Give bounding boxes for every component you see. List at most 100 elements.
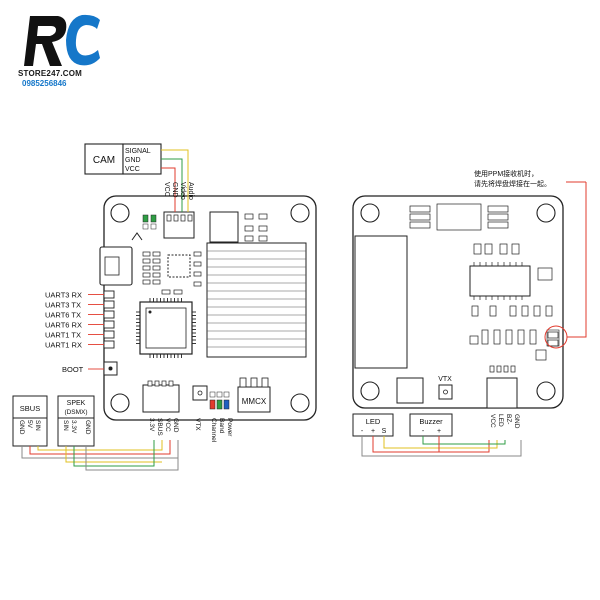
channel-label: Channel <box>210 418 217 443</box>
wire-spek-3v3 <box>73 440 155 467</box>
ppm-pads-circle-target <box>546 329 560 347</box>
pdb-pin-led: LED <box>497 414 504 427</box>
uart-label: UART1 RX <box>45 341 82 350</box>
mmcx-label: MMCX <box>242 397 267 406</box>
cam-connector: CAM SIGNAL GND VCC <box>84 143 162 175</box>
left-flight-controller: MMCX <box>99 195 317 421</box>
uart-label: UART6 TX <box>45 311 81 320</box>
boot-button-dot <box>108 366 113 371</box>
board-pin-gnd: GND <box>171 182 178 198</box>
mmcx-connector <box>237 386 271 413</box>
buzzer-connector: Buzzer - + <box>409 413 453 437</box>
logo-r-shape <box>24 16 67 66</box>
logo-c-shape <box>66 14 100 66</box>
wire-spek-sin <box>65 446 162 463</box>
boot-label: BOOT <box>62 365 84 374</box>
top-small-pad <box>244 213 254 220</box>
uart-label: UART3 RX <box>45 291 82 300</box>
passive-components <box>142 251 202 295</box>
mount-hole <box>290 203 310 223</box>
rx-pin-gnd: GND <box>172 418 179 433</box>
uart-label: UART1 TX <box>45 331 81 340</box>
right-pdb-board: VTX <box>352 195 564 409</box>
pdb-pin-gnd: GND <box>513 414 520 429</box>
spek-pin-gnd: GND <box>84 420 91 435</box>
mount-hole <box>536 381 556 401</box>
buzzer-pin-plus: + <box>437 428 441 435</box>
sbus-pin-sin: SIN <box>34 420 41 431</box>
wire-gnd <box>161 158 183 212</box>
cam-box <box>84 143 124 175</box>
uart-pad <box>103 340 115 349</box>
wire-led-minus <box>361 436 522 457</box>
mount-hole <box>360 381 380 401</box>
mount-hole <box>536 203 556 223</box>
power-connector-pins <box>489 365 516 373</box>
vtx-antenna-hole <box>443 389 448 395</box>
right-vtx-label: VTX <box>438 376 452 383</box>
board-pin-audio: Audio <box>187 182 194 200</box>
cam-pin-gnd: GND <box>125 157 141 164</box>
led-pin-plus: + <box>371 428 375 435</box>
receiver-connector-pins <box>147 380 174 387</box>
spek-connector: SPEK (DSMX) <box>57 395 95 447</box>
uart-pad <box>103 330 115 339</box>
mount-hole <box>110 393 130 413</box>
vtx-pad-hole <box>197 390 203 396</box>
rc-logo <box>24 14 100 66</box>
regulator-chip <box>469 265 531 297</box>
wire-signal <box>161 149 189 212</box>
spek-pin-3v3: 3.3V <box>70 420 77 434</box>
led-pin-s: S <box>382 428 387 435</box>
led-pad <box>223 391 230 398</box>
uart-pads <box>103 290 115 349</box>
wire-spek-gnd <box>85 446 179 471</box>
mmcx-tab <box>261 377 269 388</box>
led-pad <box>216 391 223 398</box>
power-label: Power <box>226 418 233 437</box>
status-led <box>142 214 149 223</box>
uart-label: UART6 RX <box>45 321 82 330</box>
usb-socket <box>104 256 120 276</box>
wire-sbus-sin <box>37 440 163 451</box>
spek-sublabel: (DSMX) <box>64 409 87 416</box>
vtx-pad <box>192 385 208 401</box>
power-led <box>209 399 216 410</box>
mcu-pin1-dot <box>148 310 152 314</box>
orientation-arrow <box>131 232 143 241</box>
right-passives <box>409 203 559 361</box>
top-small-pad <box>258 235 268 242</box>
wire-sbus-5v <box>29 440 171 455</box>
store-phone: 0985256846 <box>22 79 67 88</box>
osd-module <box>354 235 408 369</box>
board-pin-video: Video <box>179 182 186 200</box>
cam-pin-vcc: VCC <box>125 166 140 173</box>
mcu-pins <box>136 298 196 358</box>
sbus-pin-gnd: GND <box>18 420 25 435</box>
vtx-label: VTX <box>194 418 201 431</box>
mmcx-tab <box>250 377 258 388</box>
status-led-pad <box>150 223 157 230</box>
regulator-pins <box>473 262 523 300</box>
spek-pin-box <box>57 417 95 447</box>
top-small-pad <box>258 213 268 220</box>
wire-sbus-gnd <box>21 440 179 459</box>
uart-pad <box>103 290 115 299</box>
buzzer-pin-minus: - <box>422 428 425 435</box>
pdb-wires <box>361 436 522 457</box>
heatsink-fins <box>207 250 306 348</box>
heatsink <box>206 242 307 358</box>
wire-led-plus <box>372 436 490 453</box>
spek-pin-sin: SIN <box>62 420 69 431</box>
spek-label: SPEK <box>67 400 86 407</box>
ppm-note-line1: 使用PPM接收机时， <box>474 169 538 178</box>
store-name: STORE247.COM <box>18 69 83 78</box>
camera-connector-pins <box>166 214 193 222</box>
uart-pad <box>103 320 115 329</box>
led-label: LED <box>366 417 381 426</box>
top-square-component <box>209 211 239 243</box>
rx-pin-vcc: VCC <box>164 418 171 432</box>
power-connector <box>486 377 518 409</box>
